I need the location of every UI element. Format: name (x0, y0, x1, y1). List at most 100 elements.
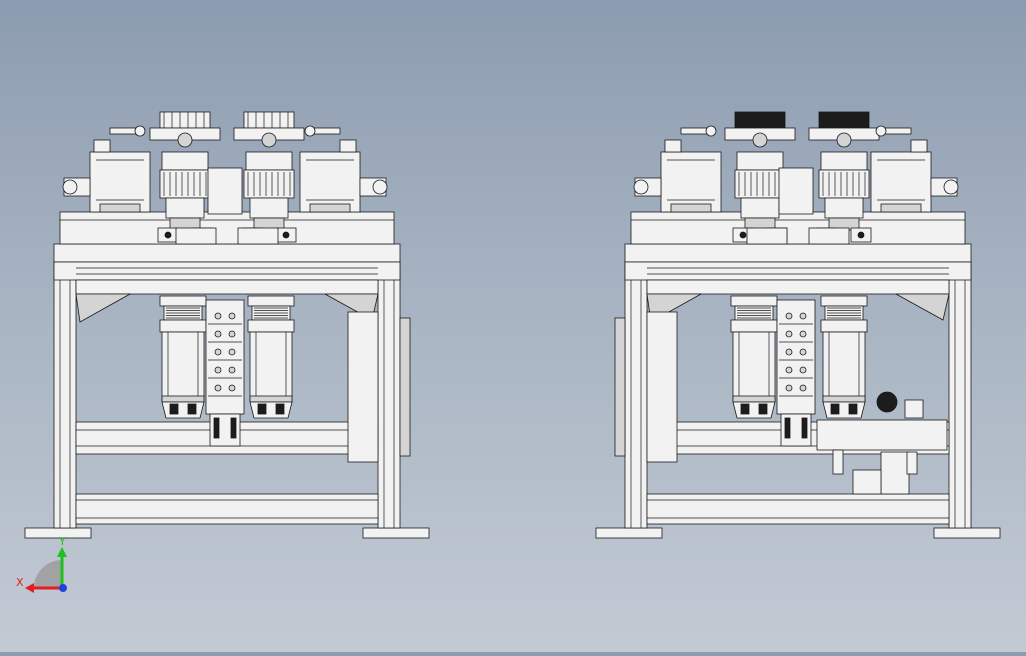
manifold-port (785, 348, 793, 356)
rotary-head (818, 111, 870, 129)
manifold-port (228, 330, 236, 338)
lower-crossbeam (75, 493, 379, 525)
manifold-block (205, 299, 245, 415)
gripper-body (734, 169, 786, 199)
x-axis-arrowhead (25, 583, 34, 593)
machine-left-view[interactable] (24, 111, 430, 539)
actuator-label (670, 203, 712, 213)
brace-left (75, 293, 132, 323)
gripper-body (159, 169, 211, 199)
gripper-top (161, 151, 209, 171)
gripper-base (740, 197, 780, 219)
motor-end-cap (822, 401, 866, 419)
x-axis-label: X (16, 576, 24, 589)
motor-connector (187, 403, 197, 415)
lower-bracket (816, 419, 948, 451)
actuator-cap (93, 139, 111, 153)
actuator-cap (339, 139, 357, 153)
servo-motor-body (822, 331, 866, 403)
side-knob (633, 179, 649, 195)
brace-right (895, 293, 950, 321)
manifold-port (228, 348, 236, 356)
rotary-head (159, 111, 211, 129)
side-actuator (870, 151, 932, 213)
motor-connector (830, 403, 840, 415)
motor-adapter (159, 319, 207, 333)
sensor-dot (282, 231, 290, 239)
motor-band (822, 395, 866, 403)
gripper-base (824, 197, 864, 219)
center-block (207, 167, 243, 215)
fixture-clamp (175, 227, 217, 245)
manifold-port (214, 330, 222, 338)
side-actuator (299, 151, 361, 213)
actuator-cap (664, 139, 682, 153)
side-knob (372, 179, 388, 195)
gripper-body (243, 169, 295, 199)
fixture-clamp (746, 227, 788, 245)
manifold-port (799, 312, 807, 320)
manifold-port (785, 330, 793, 338)
sensor-dot (857, 231, 865, 239)
axis-triad[interactable]: Y X (16, 535, 67, 593)
motor-connector (740, 403, 750, 415)
motor-flange (820, 295, 868, 307)
actuator-cap (910, 139, 928, 153)
upper-crossbeam (53, 261, 401, 281)
base-foot-left (24, 527, 92, 539)
frame-post-left (624, 261, 648, 529)
y-axis-arrowhead (57, 547, 67, 557)
side-panel (347, 311, 379, 463)
manifold-port (214, 366, 222, 374)
top-carrier (59, 211, 395, 245)
y-axis-label: Y (58, 535, 66, 548)
upper-rail (646, 279, 950, 295)
actuator-label (99, 203, 141, 213)
rotary-hub (752, 132, 768, 148)
lever-knob (304, 125, 316, 137)
motor-connector (758, 403, 768, 415)
pneumatic-fitting (906, 451, 918, 475)
sensor-dot (164, 231, 172, 239)
motor-flange (730, 295, 778, 307)
rotary-head (734, 111, 786, 129)
motor-adapter (820, 319, 868, 333)
side-knob (62, 179, 78, 195)
side-door (614, 317, 626, 457)
valve-rod (230, 417, 237, 439)
manifold-port (799, 384, 807, 392)
frame-post-right (377, 261, 401, 529)
fixture-clamp (237, 227, 279, 245)
z-axis-dot (59, 584, 67, 592)
rotary-hub (836, 132, 852, 148)
top-plate (624, 243, 972, 263)
manifold-port (214, 348, 222, 356)
manifold-port (228, 366, 236, 374)
manifold-port (785, 312, 793, 320)
motor-end-cap (249, 401, 293, 419)
lower-crossbeam (646, 493, 950, 525)
gripper-body (818, 169, 870, 199)
manifold-port (799, 348, 807, 356)
side-actuator (89, 151, 151, 213)
pneumatic-cylinder (880, 451, 910, 495)
manifold-port (799, 330, 807, 338)
machine-right-view[interactable] (595, 111, 1001, 539)
actuator-label (880, 203, 922, 213)
servo-motor-body (249, 331, 293, 403)
valve-rod (784, 417, 791, 439)
servo-motor-body (732, 331, 776, 403)
motor-flange (247, 295, 295, 307)
base-foot-right (933, 527, 1001, 539)
manifold-port (228, 384, 236, 392)
top-plate (53, 243, 401, 263)
manifold-port (214, 312, 222, 320)
motor-end-cap (161, 401, 205, 419)
motor-end-cap (732, 401, 776, 419)
pneumatic-fitting (832, 449, 844, 475)
manifold-port (228, 312, 236, 320)
pneumatic-cylinder (852, 469, 882, 495)
manifold-block (776, 299, 816, 415)
